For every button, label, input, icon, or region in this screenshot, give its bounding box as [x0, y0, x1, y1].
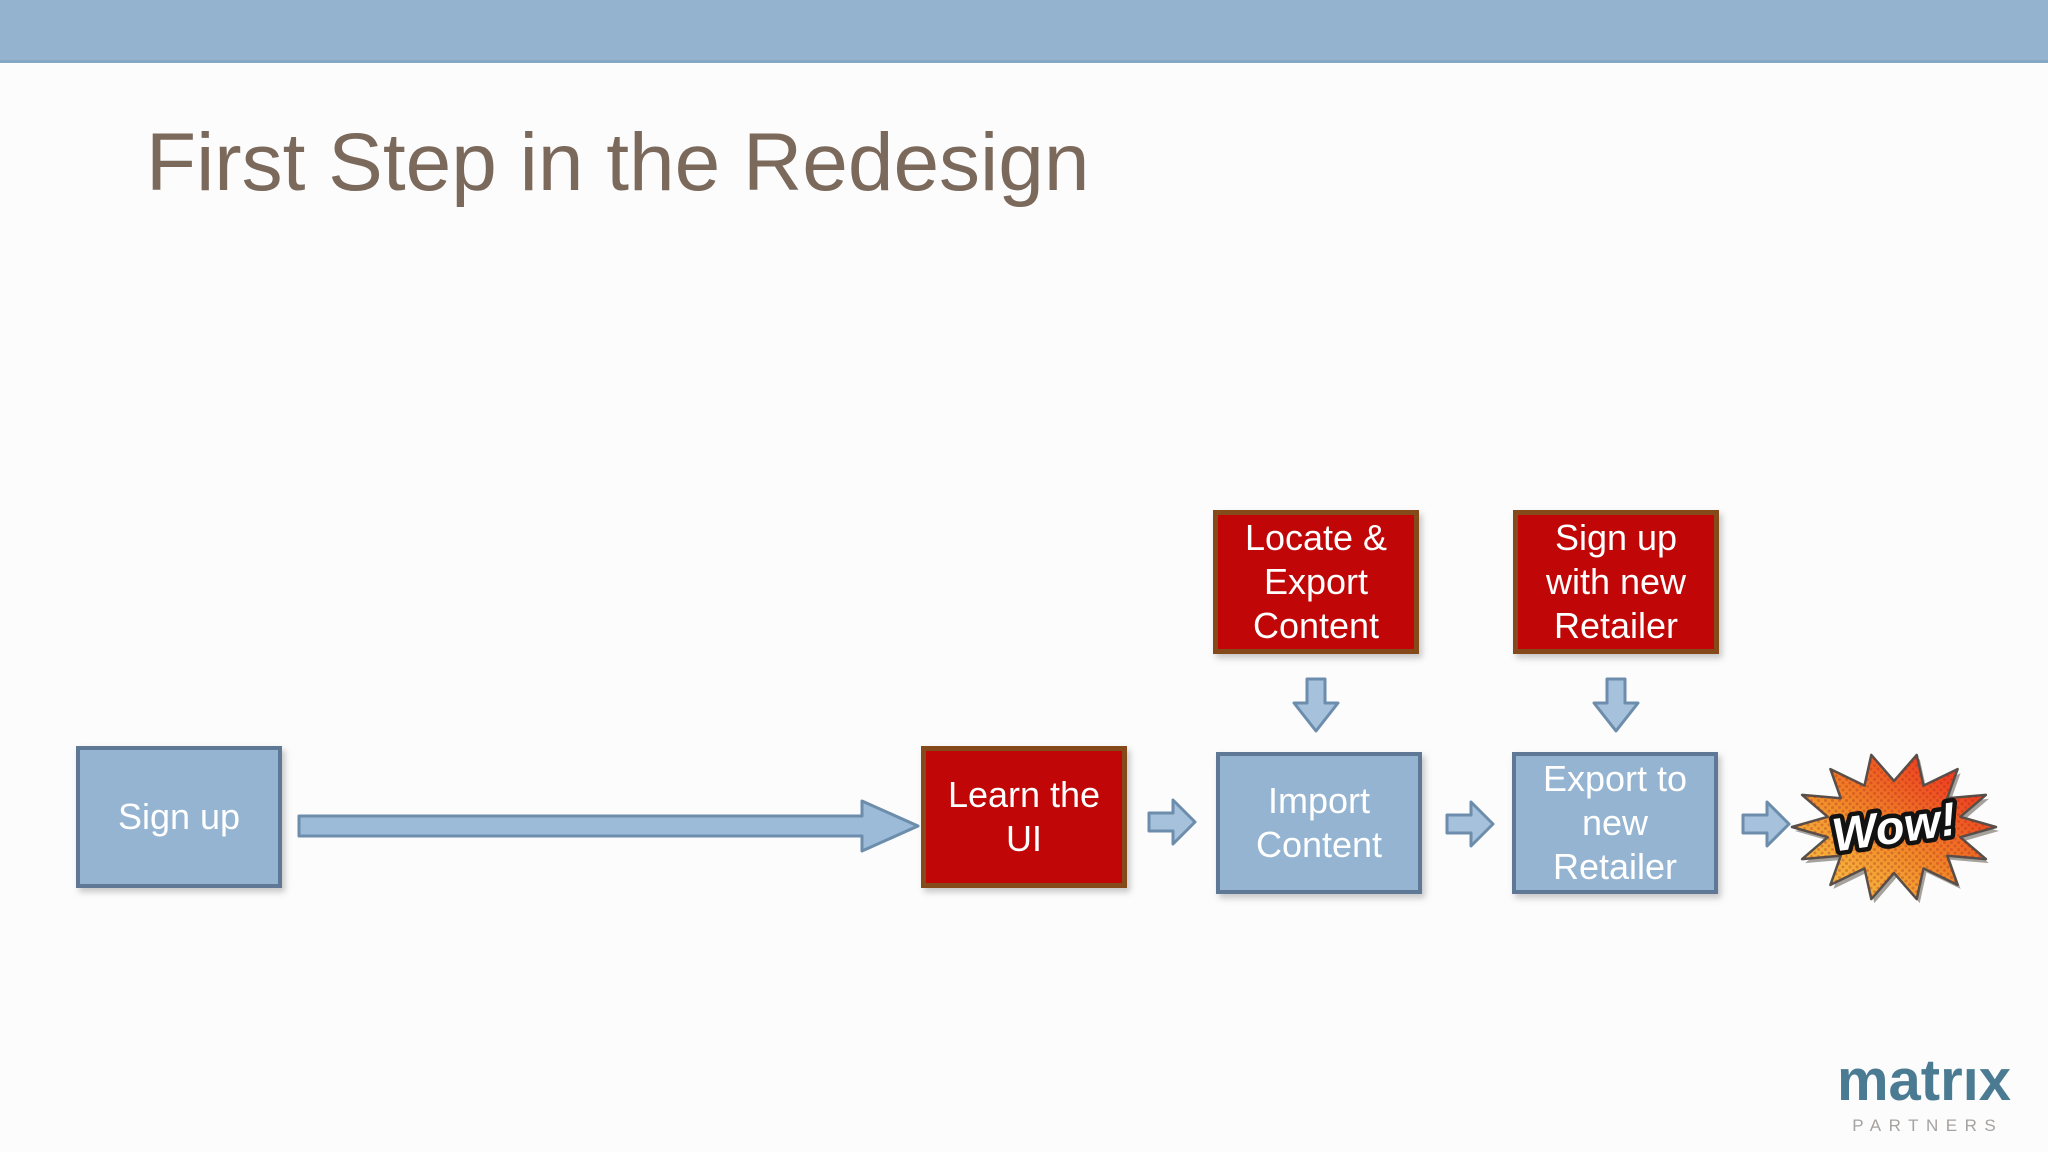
matrix-partners-logo: matrıx PARTNERS	[1830, 1052, 2018, 1136]
slide-title: First Step in the Redesign	[146, 117, 1090, 208]
wow-starburst: Wow! Wow!	[1790, 753, 1999, 904]
top-accent-bar	[0, 0, 2048, 63]
flow-box-label: Learn the UI	[947, 774, 1101, 859]
flow-box-label: Sign up with new Retailer	[1545, 517, 1687, 646]
logo-wordmark: matrıx	[1836, 1048, 2012, 1113]
flow-box-locate-export-content: Locate & Export Content	[1213, 510, 1419, 654]
flow-arrow-down-icon	[1592, 677, 1640, 733]
flow-box-import-content: Import Content	[1216, 752, 1422, 894]
flow-arrow-right-icon	[1147, 798, 1197, 846]
flow-arrow-right-icon	[1741, 800, 1791, 848]
flow-box-label: Sign up	[117, 796, 241, 838]
flow-box-sign-up-with-new-retailer: Sign up with new Retailer	[1513, 510, 1719, 654]
flow-box-learn-the-ui: Learn the UI	[921, 746, 1127, 888]
starburst-halftone	[1792, 754, 1996, 900]
flow-box-export-to-new-retailer: Export to new Retailer	[1512, 752, 1718, 894]
flow-box-label: Locate & Export Content	[1244, 517, 1388, 646]
flow-box-label: Import Content	[1255, 780, 1383, 865]
flow-arrow-down-icon	[1292, 677, 1340, 733]
logo-subtitle: PARTNERS	[1852, 1116, 2004, 1135]
flow-arrow-long-right	[297, 799, 920, 853]
flow-arrow-right-icon	[1445, 800, 1495, 848]
flow-box-label: Export to new Retailer	[1542, 758, 1688, 887]
flow-box-sign-up: Sign up	[76, 746, 282, 888]
